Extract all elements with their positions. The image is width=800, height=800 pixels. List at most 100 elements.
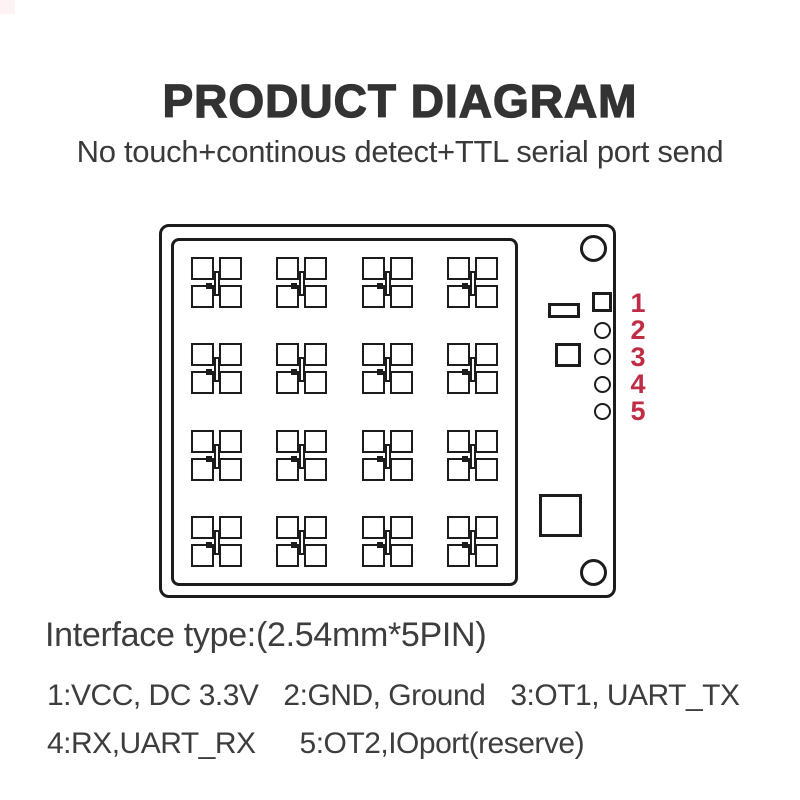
feed-dot [462,542,468,548]
feed-dot [206,283,212,289]
patch-square [304,285,327,308]
feed-bar [299,271,305,296]
feed-bar [214,444,220,469]
pin-number-column: 1 2 3 4 5 [624,290,652,425]
patch-square [390,544,413,567]
patch-square [304,516,327,539]
pin-pad-1 [592,292,612,312]
patch-square [276,371,299,394]
feed-dot [291,542,297,548]
feed-bar [470,530,476,555]
feed-dot [291,456,297,462]
feed-dot [291,369,297,375]
antenna-element [447,257,499,309]
feed-dot [206,369,212,375]
patch-square [219,516,242,539]
patch-square [276,458,299,481]
mounting-hole-top [580,235,607,262]
antenna-element [447,430,499,482]
patch-square [390,257,413,280]
antenna-element [191,430,243,482]
feed-bar [385,357,391,382]
patch-square [219,257,242,280]
patch-square [304,430,327,453]
patch-square [191,257,214,280]
pinout-line-2: 4:RX,UART_RX 5:OT2,IOport(reserve) [47,727,585,760]
antenna-element [447,516,499,568]
patch-square [191,430,214,453]
patch-square [219,371,242,394]
patch-square [475,257,498,280]
feed-bar [214,530,220,555]
patch-square [276,257,299,280]
antenna-element [191,257,243,309]
patch-square [362,285,385,308]
patch-square [475,544,498,567]
antenna-element [362,343,414,395]
antenna-area [171,238,518,586]
antenna-element [276,343,328,395]
feed-bar [385,271,391,296]
patch-square [447,458,470,481]
page-title: PRODUCT DIAGRAM [162,75,638,127]
patch-square [304,544,327,567]
antenna-element [191,343,243,395]
patch-square [219,458,242,481]
patch-square [447,343,470,366]
pinout-gnd: 2:GND, Ground [283,679,486,712]
feed-bar [299,530,305,555]
mounting-hole-bottom [580,559,607,586]
patch-square [447,371,470,394]
feed-dot [377,369,383,375]
feed-dot [206,542,212,548]
feed-dot [462,369,468,375]
patch-square [475,430,498,453]
patch-square [390,516,413,539]
feed-dot [206,456,212,462]
patch-square [447,430,470,453]
patch-square [447,544,470,567]
patch-square [362,458,385,481]
feed-dot [291,283,297,289]
pin-pad-4 [594,376,611,393]
patch-square [276,343,299,366]
patch-square [362,343,385,366]
patch-square [362,516,385,539]
feed-bar [385,530,391,555]
component-rect [548,303,580,318]
antenna-element [362,516,414,568]
pinout-rx: 4:RX,UART_RX [47,727,256,760]
patch-square [390,343,413,366]
patch-square [304,458,327,481]
patch-square [191,285,214,308]
patch-square [362,430,385,453]
patch-square [191,516,214,539]
patch-square [219,285,242,308]
patch-square [475,285,498,308]
patch-square [390,458,413,481]
antenna-element [276,516,328,568]
patch-square [276,544,299,567]
patch-square [362,371,385,394]
pin-pad-2 [594,322,611,339]
patch-square [219,343,242,366]
pinout-line-1: 1:VCC, DC 3.3V 2:GND, Ground 3:OT1, UART… [47,680,740,712]
patch-square [362,544,385,567]
antenna-element [362,257,414,309]
feed-bar [214,357,220,382]
patch-square [304,343,327,366]
patch-square [219,544,242,567]
pin-pad-3 [594,348,611,365]
feed-bar [470,271,476,296]
patch-square [475,458,498,481]
feed-dot [462,456,468,462]
patch-square [447,257,470,280]
feed-bar [299,444,305,469]
interface-heading: Interface type:(2.54mm*5PIN) [45,616,487,654]
feed-dot [377,283,383,289]
feed-dot [377,456,383,462]
pcb-board [159,224,616,598]
patch-square [447,285,470,308]
feed-dot [462,283,468,289]
